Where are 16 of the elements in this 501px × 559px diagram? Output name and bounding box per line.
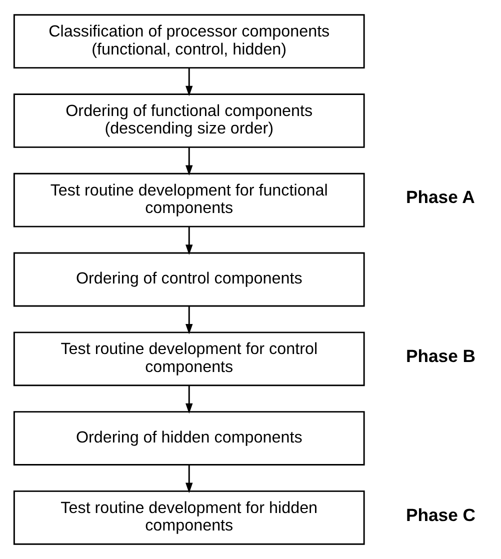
arrow: [186, 68, 193, 96]
node-box: Test routine development for functional components: [13, 172, 365, 228]
node-label: Phase B: [406, 346, 476, 366]
arrow: [186, 385, 193, 414]
node-box: Ordering of functional components (descending size order): [13, 94, 365, 148]
node-label: Phase A: [406, 187, 475, 208]
node-box: Ordering of control components: [13, 252, 365, 307]
arrow: [186, 464, 193, 494]
node-box: Test routine development for hidden components: [13, 490, 365, 545]
node-label: Phase C: [406, 504, 476, 525]
node-box: Classification of processor components (functional, control, hidden): [13, 14, 365, 69]
arrow: [186, 306, 193, 334]
node-box: Ordering of hidden components: [13, 411, 365, 466]
arrow: [186, 147, 193, 176]
node-box: Test routine development for control components: [13, 332, 365, 386]
arrow: [186, 226, 193, 255]
